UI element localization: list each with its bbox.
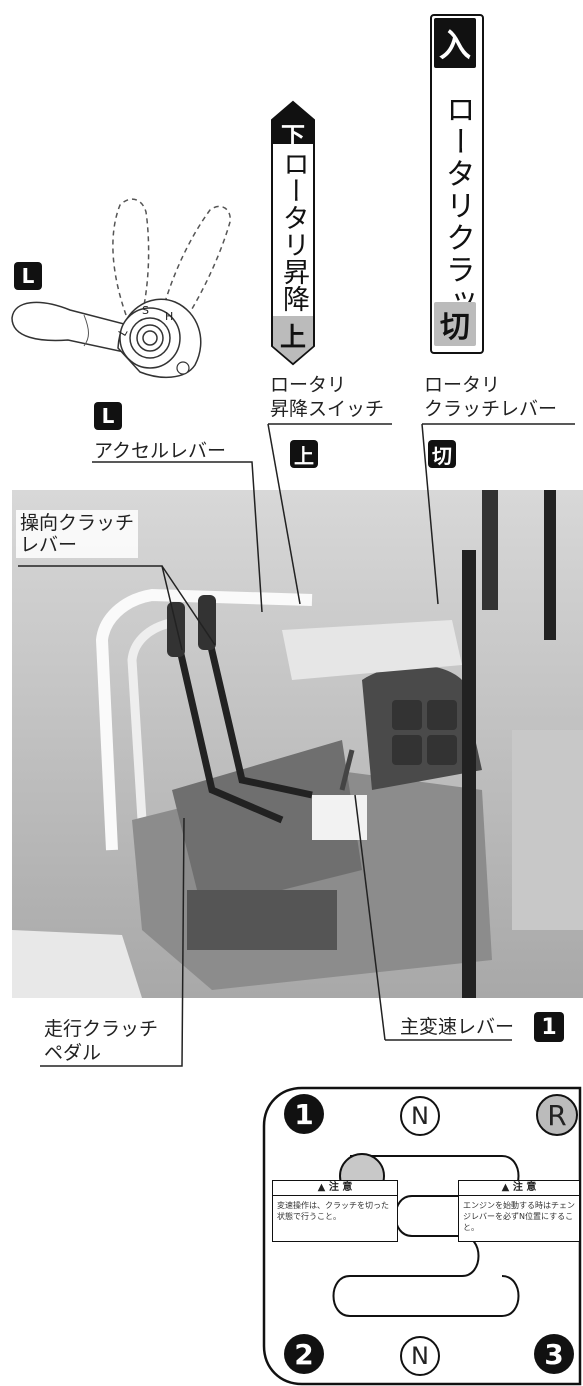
warning-triangle-icon: ▲ <box>501 1182 510 1193</box>
accelerator-lever-illustration <box>11 198 231 379</box>
dial-mark-high: H <box>165 310 174 323</box>
caution-left-body: 変速操作は、クラッチを切った状態で行うこと。 <box>277 1201 389 1221</box>
clutch-engaged-marker: 入 <box>434 18 476 68</box>
caution-label-left: ▲ 注 意 変速操作は、クラッチを切った状態で行うこと。 <box>272 1180 398 1242</box>
steering-clutch-label-box: 操向クラッチ レバー <box>16 510 139 558</box>
caution-left-title-bar: ▲ 注 意 <box>273 1181 397 1196</box>
main-shift-lever-badge: 1 <box>534 1012 564 1042</box>
caution-right-title-bar: ▲ 注 意 <box>459 1181 579 1196</box>
rotary-lift-switch-label-line2: 昇降スイッチ <box>270 398 385 420</box>
steering-clutch-label-line1: 操向クラッチ <box>20 512 135 534</box>
rotary-clutch-lever-label-line2: クラッチレバー <box>424 398 558 420</box>
rotary-lift-switch-label-line1: ロータリ <box>270 374 347 396</box>
dial-mark-slow: S <box>142 304 149 317</box>
travel-clutch-label-line1: 走行クラッチ <box>44 1018 159 1040</box>
accelerator-lever-badge: L <box>94 402 122 430</box>
rotary-clutch-lever-badge: 切 <box>428 440 456 468</box>
rotary-clutch-lever-label-line1: ロータリ <box>424 374 501 396</box>
warning-triangle-icon: ▲ <box>317 1182 326 1193</box>
rotary-lift-indicator-frame <box>271 100 315 366</box>
lift-up-marker: 上 <box>279 323 306 353</box>
lift-down-marker: 下 <box>281 122 305 150</box>
gear-reverse: R <box>536 1094 578 1136</box>
gear-position-1: 1 <box>284 1094 324 1134</box>
gear-position-3: 3 <box>534 1334 574 1374</box>
caution-right-body: エンジンを始動する時はチェンジレバーを必ずN位置にすること。 <box>463 1201 575 1232</box>
main-shift-lever-label: 主変速レバー <box>400 1016 515 1038</box>
rotary-clutch-indicator: 入 ロータリクラッチ 切 <box>430 14 484 354</box>
accelerator-lever-label: アクセルレバー <box>94 440 227 462</box>
rotary-lift-switch-badge: 上 <box>290 440 318 468</box>
gear-position-2: 2 <box>284 1334 324 1374</box>
gear-neutral-bottom: N <box>400 1336 440 1376</box>
gear-neutral-top: N <box>400 1096 440 1136</box>
accelerator-low-badge: L <box>14 262 42 290</box>
steering-clutch-label-line2: レバー <box>20 534 78 556</box>
travel-clutch-label-line2: ペダル <box>44 1042 102 1064</box>
machine-photo <box>12 490 583 998</box>
rotary-lift-label: ロータリ昇降 <box>278 150 309 312</box>
clutch-disengaged-marker: 切 <box>434 302 476 346</box>
caution-label-right: ▲ 注 意 エンジンを始動する時はチェンジレバーを必ずN位置にすること。 <box>458 1180 580 1242</box>
